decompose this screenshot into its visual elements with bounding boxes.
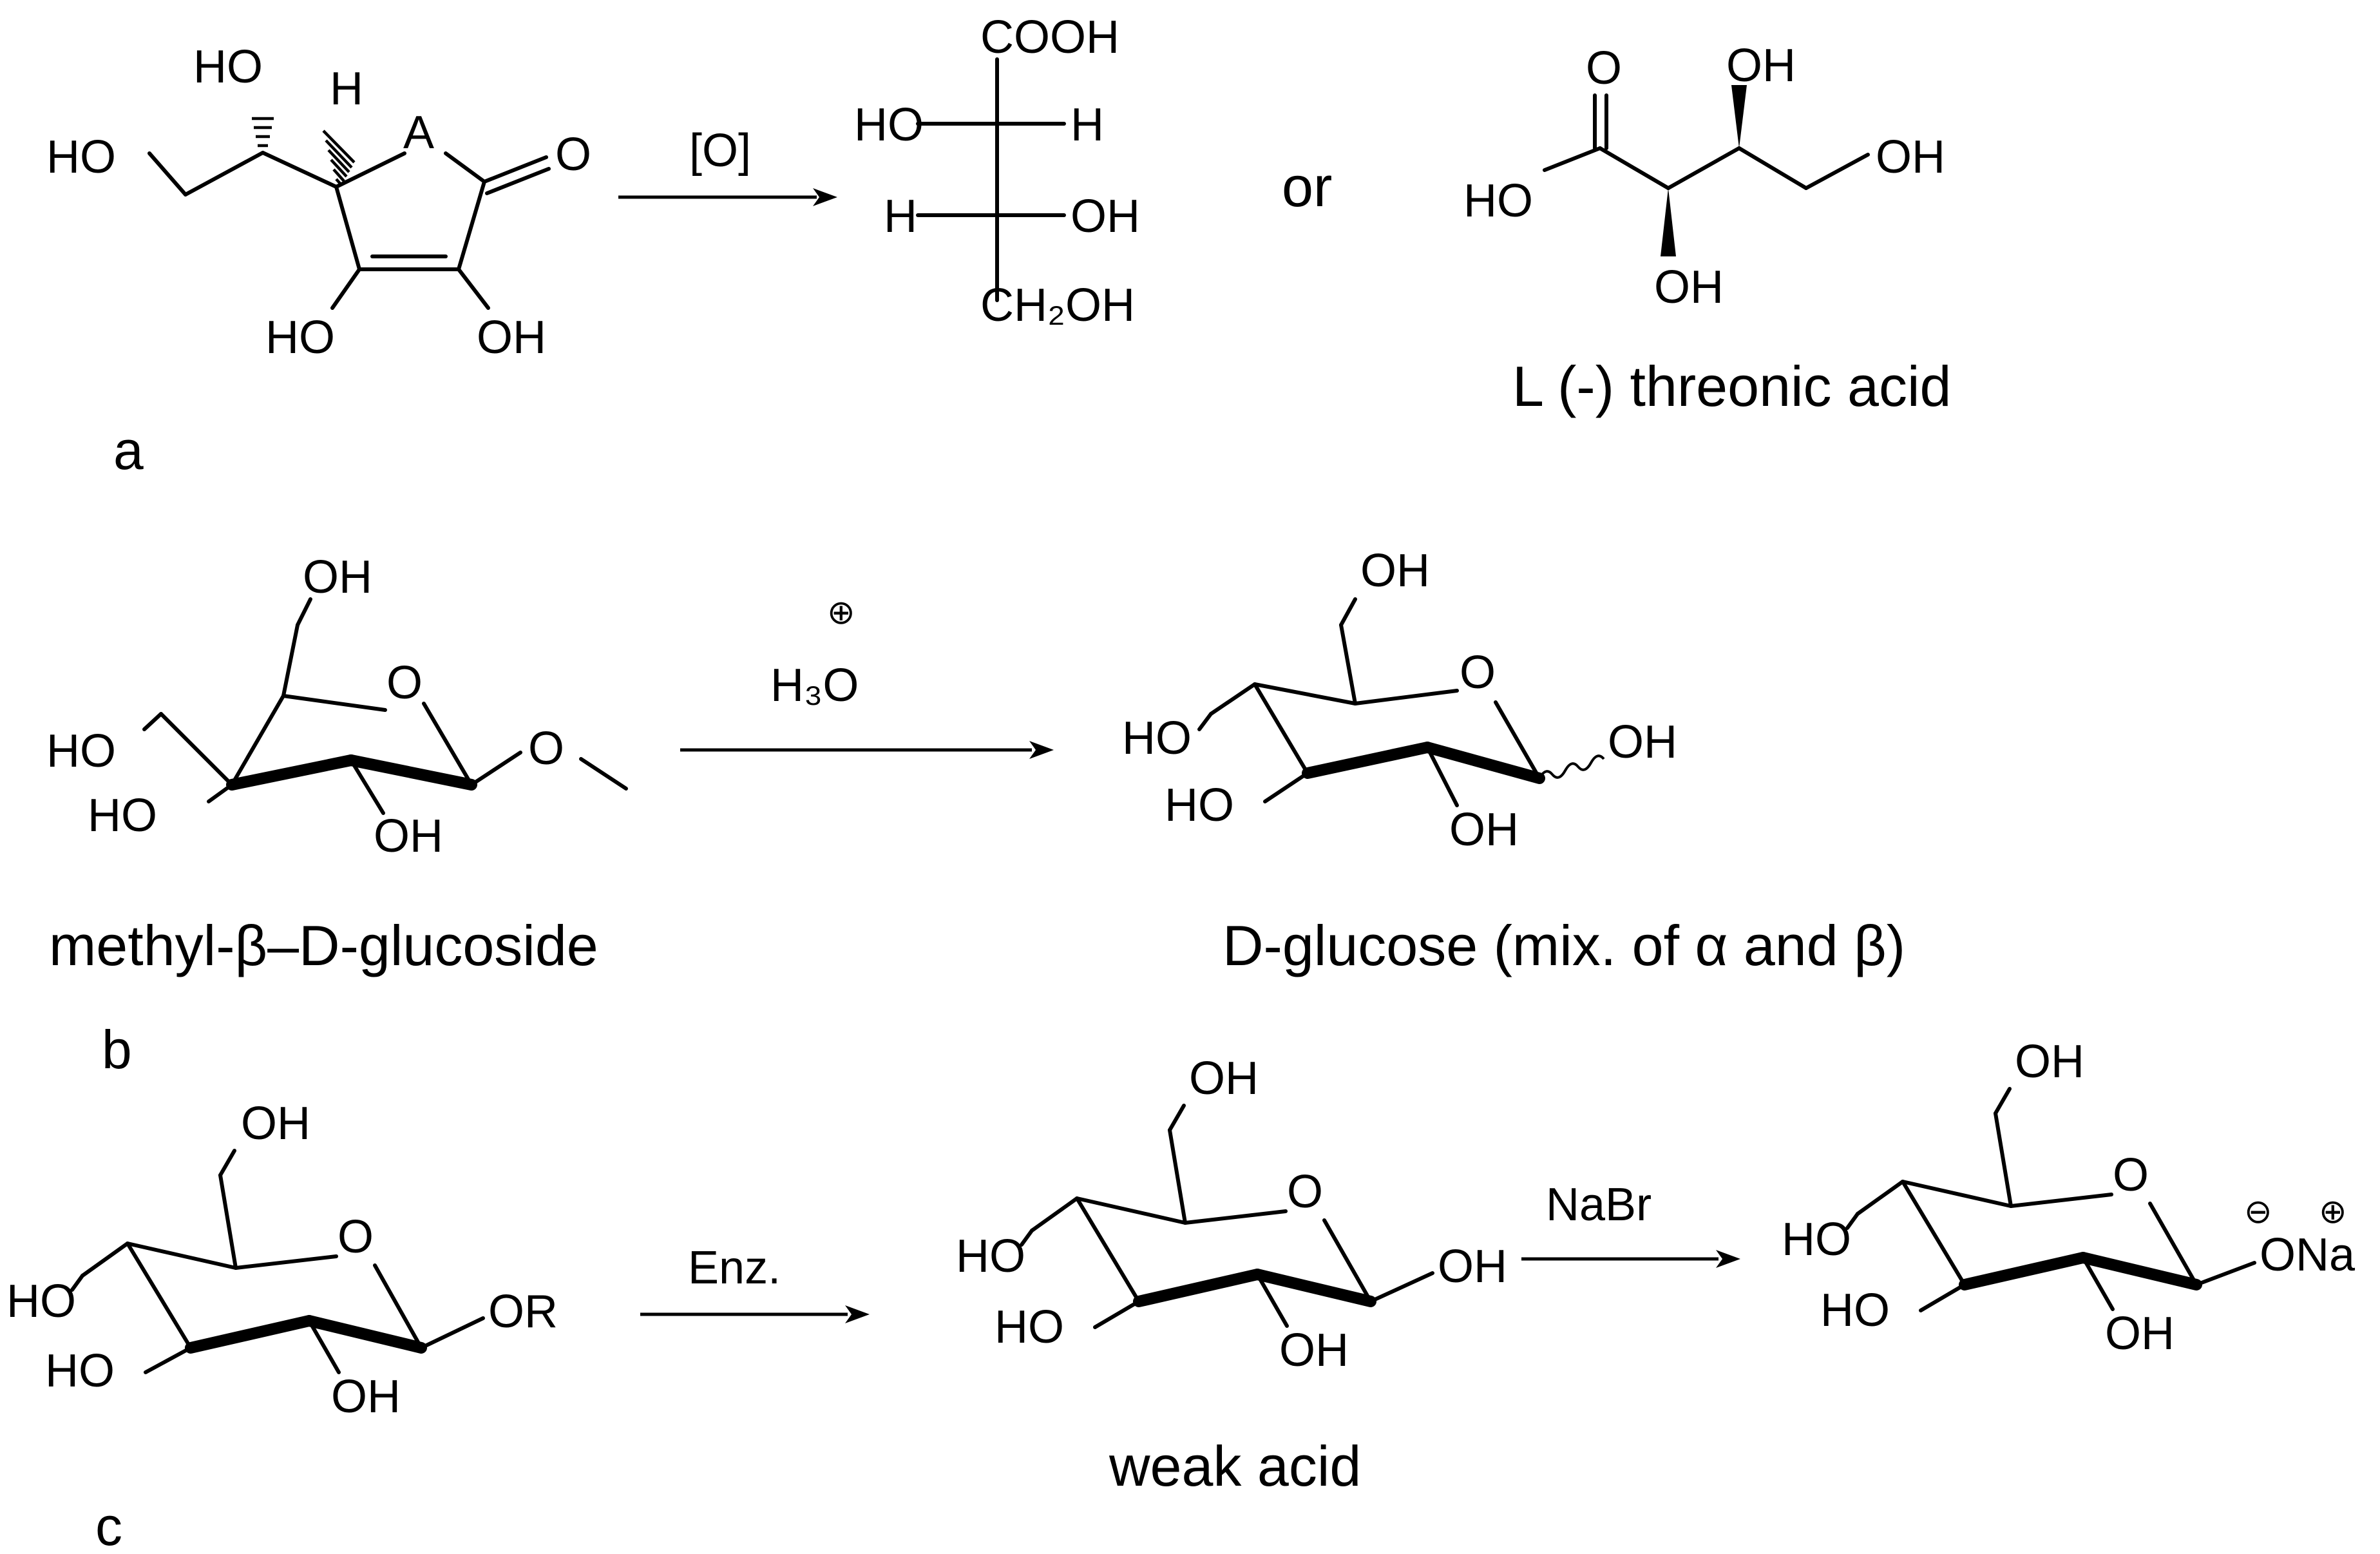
reaction-c: OH O HO HO OH OR Enz. OH [6,1036,2356,1554]
glucoside-or-structure: OH O HO HO OH OR [6,1098,558,1423]
oh-label: OH [1654,262,1724,313]
ring-o-label: O [338,1211,374,1263]
ho-label: HO [45,1345,115,1397]
reaction-a: HO HO H A O HO OH [O] COOH HO H H OH CH₂… [46,12,1951,481]
panel-label-c: c [95,1496,122,1554]
oh-label: OH [2015,1036,2084,1088]
oh-label: OH [477,312,546,363]
nabr-arrow: NaBr [1521,1179,1740,1268]
ho-label: HO [193,41,263,93]
ho-label: HO [88,790,157,841]
ho-label: HO [956,1231,1025,1282]
wedge-bond [1731,85,1747,148]
oh-label: OH [331,1371,401,1423]
fischer-projection: COOH HO H H OH CH₂OH [854,12,1140,331]
oh-label: OH [1071,191,1140,242]
ho-label: HO [1820,1285,1890,1336]
ring-atom-a: A [403,107,434,158]
h-label: H [1071,99,1104,151]
methyl-glucoside-structure: OH O HO HO OH O [46,552,628,862]
ring-o-label: O [386,657,423,709]
carbonyl-o-label: O [555,129,591,180]
methyl-glucoside-caption: methyl-β–D-glucoside [49,914,598,977]
enzyme-arrow: Enz. [640,1242,870,1323]
threonic-acid-structure: O OH HO OH OH [1463,40,1945,313]
oh-label: OH [1449,804,1519,856]
ho-label: HO [1122,713,1192,764]
oh-label: OH [303,552,372,603]
weak-acid-caption: weak acid [1109,1434,1361,1498]
ona-label: ONa [2260,1229,2356,1281]
hydrolysis-arrow: ⊕ H₃O [680,593,1054,759]
ascorbic-acid-structure: HO HO H A O HO OH [46,41,591,363]
d-glucose-caption: D-glucose (mix. of α and β) [1223,914,1905,977]
oh-label: OH [1360,545,1430,597]
h-label: H [884,191,917,242]
oh-label: OH [1876,131,1945,183]
ho-label: HO [995,1301,1064,1353]
oh-label: OH [1189,1053,1259,1104]
panel-label-a: a [113,420,144,481]
oh-label: OH [241,1098,310,1149]
oxidation-arrow: [O] [618,125,837,206]
h-label: H [330,63,363,115]
sodium-salt-structure: OH O HO HO OH ONa ⊖ ⊕ [1782,1036,2356,1359]
ho-label: HO [1165,780,1234,831]
ho-label: HO [1463,175,1533,227]
ho-label: HO [1782,1214,1851,1265]
ho-label: HO [265,312,335,363]
plus-charge: ⊕ [827,593,855,632]
cooh-label: COOH [980,12,1119,63]
methoxy-o-label: O [528,723,564,774]
oh-label: OH [1438,1241,1507,1292]
hydronium-label: H₃O [770,660,859,711]
ring-o-label: O [1287,1166,1323,1218]
oh-label: OH [1726,40,1796,91]
reaction-b: OH O HO HO OH O methyl-β–D-glucoside ⊕ H… [46,545,1905,1080]
ring-o-label: O [1460,647,1496,698]
nabr-label: NaBr [1546,1179,1652,1231]
weak-acid-structure: OH O HO HO OH OH [956,1053,1507,1376]
plus-charge: ⊕ [2319,1193,2347,1231]
threonic-acid-caption: L (-) threonic acid [1512,354,1951,418]
hashed-wedge-oh [252,117,274,148]
oh-label: OH [1279,1325,1349,1376]
wavy-bond [1538,754,1605,780]
ch2oh-label: CH₂OH [980,280,1135,331]
ho-label: HO [46,131,116,183]
ho-label: HO [46,725,116,777]
or-group-label: OR [488,1286,558,1338]
oh-label: OH [1608,716,1677,768]
ho-label: HO [6,1276,76,1327]
d-glucose-structure: OH O HO HO OH OH [1122,545,1677,856]
panel-label-b: b [102,1019,132,1080]
or-text: or [1282,155,1332,218]
minus-charge: ⊖ [2244,1193,2272,1231]
reagent-label: [O] [689,125,751,177]
carbonyl-o-label: O [1586,43,1622,94]
oh-label: OH [374,811,443,862]
oh-label: OH [2105,1308,2175,1359]
ho-label: HO [854,99,924,151]
wedge-bond [1661,188,1676,256]
enzyme-label: Enz. [688,1242,781,1294]
hashed-wedge-h [322,130,356,186]
ring-o-label: O [2113,1149,2149,1201]
